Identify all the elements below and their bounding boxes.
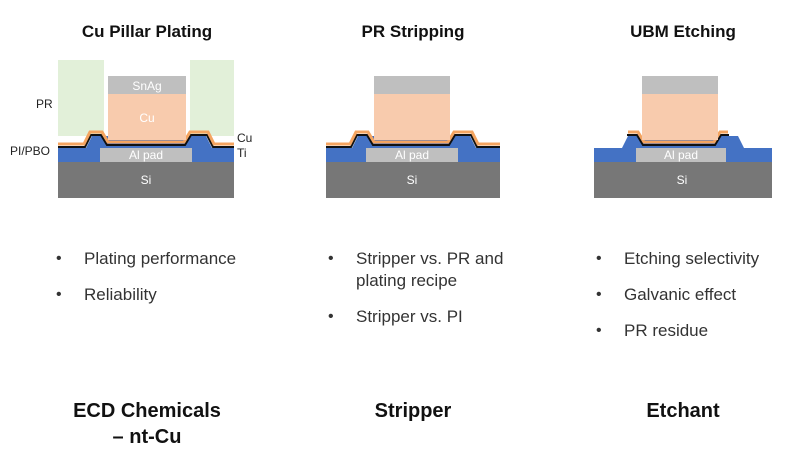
bullet-list: Etching selectivity Galvanic effect PR r… [596, 248, 759, 356]
step-ubm-etching: UBM Etching Al pad Si Etching selectivit… [532, 0, 798, 466]
cu-pillar [108, 94, 186, 140]
al-pad [636, 148, 726, 162]
label-al-pad: Al pad [664, 148, 698, 162]
si-substrate [594, 162, 772, 198]
bullet-item: Stripper vs. PI [328, 306, 536, 328]
step-pr-stripping: PR Stripping Al pad Si Stripper vs. PR a… [266, 0, 532, 466]
step-title: PR Stripping [361, 22, 465, 41]
category-label: Etchant [550, 398, 800, 424]
category-line-2: – nt-Cu [112, 426, 182, 448]
bullet-item: Galvanic effect [596, 284, 759, 306]
al-pad [366, 148, 458, 162]
cu-seed-layer [58, 130, 234, 146]
snag-cap [642, 76, 718, 94]
ti-layer [627, 134, 729, 146]
label-si: Si [407, 173, 418, 187]
cross-section-diagram: Al pad Si [594, 76, 772, 198]
bullet-item: Stripper vs. PR and plating recipe [328, 248, 536, 292]
snag-cap [374, 76, 450, 94]
category-line-1: Etchant [646, 400, 720, 422]
pr-right [190, 60, 234, 136]
step-title: Cu Pillar Plating [81, 22, 213, 41]
category-line-1: ECD Chemicals [73, 400, 221, 422]
label-pi-pbo: PI/PBO [10, 144, 50, 158]
cu-pillar [642, 94, 718, 140]
step-cu-pillar-plating: Cu Pillar Plating SnAg Cu Al pad Si PR P… [0, 0, 266, 466]
si-substrate [326, 162, 500, 198]
cross-section-diagram: Al pad Si [326, 76, 500, 198]
al-pad [100, 148, 192, 162]
bullet-item: Plating performance [56, 248, 236, 270]
pr-left [58, 60, 104, 136]
step-title: UBM Etching [630, 22, 736, 41]
label-snag: SnAg [132, 79, 161, 93]
cross-section-diagram: SnAg Cu Al pad Si PR PI/PBO Cu Ti [10, 60, 252, 198]
label-al-pad: Al pad [129, 148, 163, 162]
category-label: Stripper [280, 398, 546, 424]
category-line-1: Stripper [374, 400, 452, 422]
label-al-pad: Al pad [395, 148, 429, 162]
label-cu-seed: Cu [237, 131, 252, 145]
bullet-item: PR residue [596, 320, 759, 342]
cu-seed-layer [326, 130, 500, 146]
ti-layer [326, 134, 500, 148]
bullet-list: Stripper vs. PR and plating recipe Strip… [328, 248, 536, 342]
cu-seed-layer [628, 130, 728, 144]
label-pr: PR [36, 97, 53, 111]
cu-pillar [374, 94, 450, 140]
bullet-item: Etching selectivity [596, 248, 759, 270]
label-cu: Cu [139, 111, 154, 125]
label-si: Si [141, 173, 152, 187]
category-label: ECD Chemicals – nt-Cu [14, 398, 280, 450]
bullet-list: Plating performance Reliability [56, 248, 236, 320]
ti-layer [58, 134, 234, 148]
snag-cap [108, 76, 186, 94]
bullet-item: Reliability [56, 284, 236, 306]
label-ti: Ti [237, 146, 247, 160]
label-si: Si [677, 173, 688, 187]
si-substrate [58, 162, 234, 198]
